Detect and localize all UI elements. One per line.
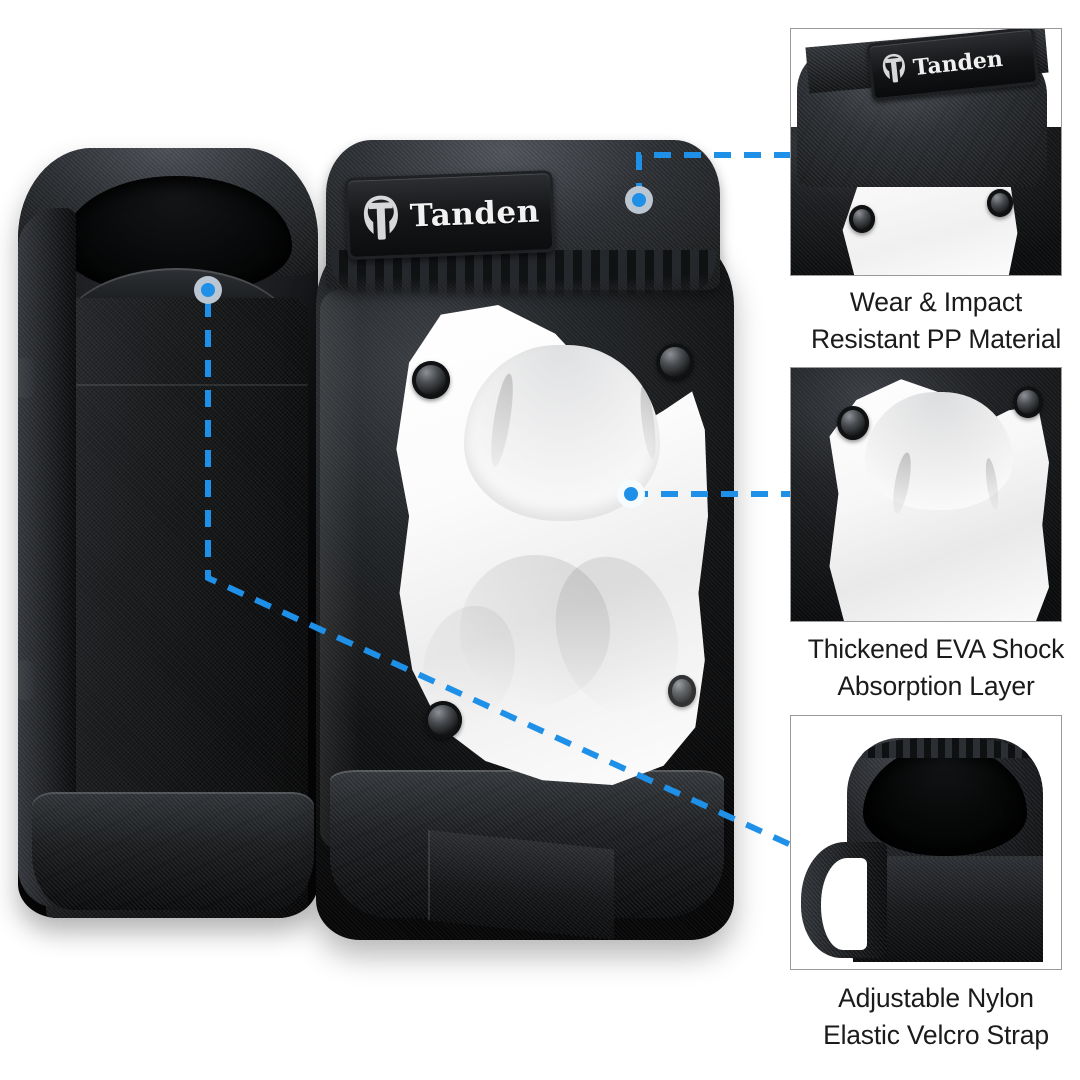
panel-2-shell-recess [865,392,1013,510]
product-pad-back [18,148,318,918]
strap-anchor [18,358,36,398]
pad-edge-highlight [320,290,360,850]
pad-left-edge [18,208,76,908]
hotspot-sleeve-opening[interactable] [194,276,222,304]
spartan-helmet-icon [880,51,910,89]
panel-3-cuff-gathering [861,738,1029,758]
strap-anchor [18,660,36,700]
velcro-strap-tab [430,830,614,940]
shell-rivet [412,361,450,399]
pad-hem [32,792,314,910]
white-protective-shell [390,305,708,785]
panel-1-brand-badge: Tanden [866,29,1040,102]
spartan-helmet-icon [360,194,402,242]
pad-cuff-gathering [330,250,716,298]
callout-panel-3 [790,715,1062,970]
brand-name-text: Tanden [911,45,1004,82]
shell-rivet [987,189,1013,217]
shell-rivet [1013,386,1043,418]
callout-caption-3: Adjustable Nylon Elastic Velcro Strap [823,983,1049,1050]
shell-rivet [837,406,869,440]
panel-3-strap-loop-opening [821,858,867,950]
shell-rivet [668,675,696,707]
callout-caption-1: Wear & Impact Resistant PP Material [810,287,1062,354]
brand-badge: Tanden [344,170,556,260]
shell-rivet [424,701,462,739]
callout-panel-1: Tanden [790,28,1062,276]
callout-panel-2 [790,367,1062,622]
pad-seam [46,384,308,386]
shell-rivet [849,205,875,233]
shell-rivet [656,343,694,381]
hotspot-cuff-top[interactable] [625,186,653,214]
panel-3-opening [863,746,1027,856]
hotspot-white-shell[interactable] [617,480,645,508]
brand-name-text: Tanden [409,193,541,235]
callout-caption-2: Thickened EVA Shock Absorption Layer [807,634,1065,701]
